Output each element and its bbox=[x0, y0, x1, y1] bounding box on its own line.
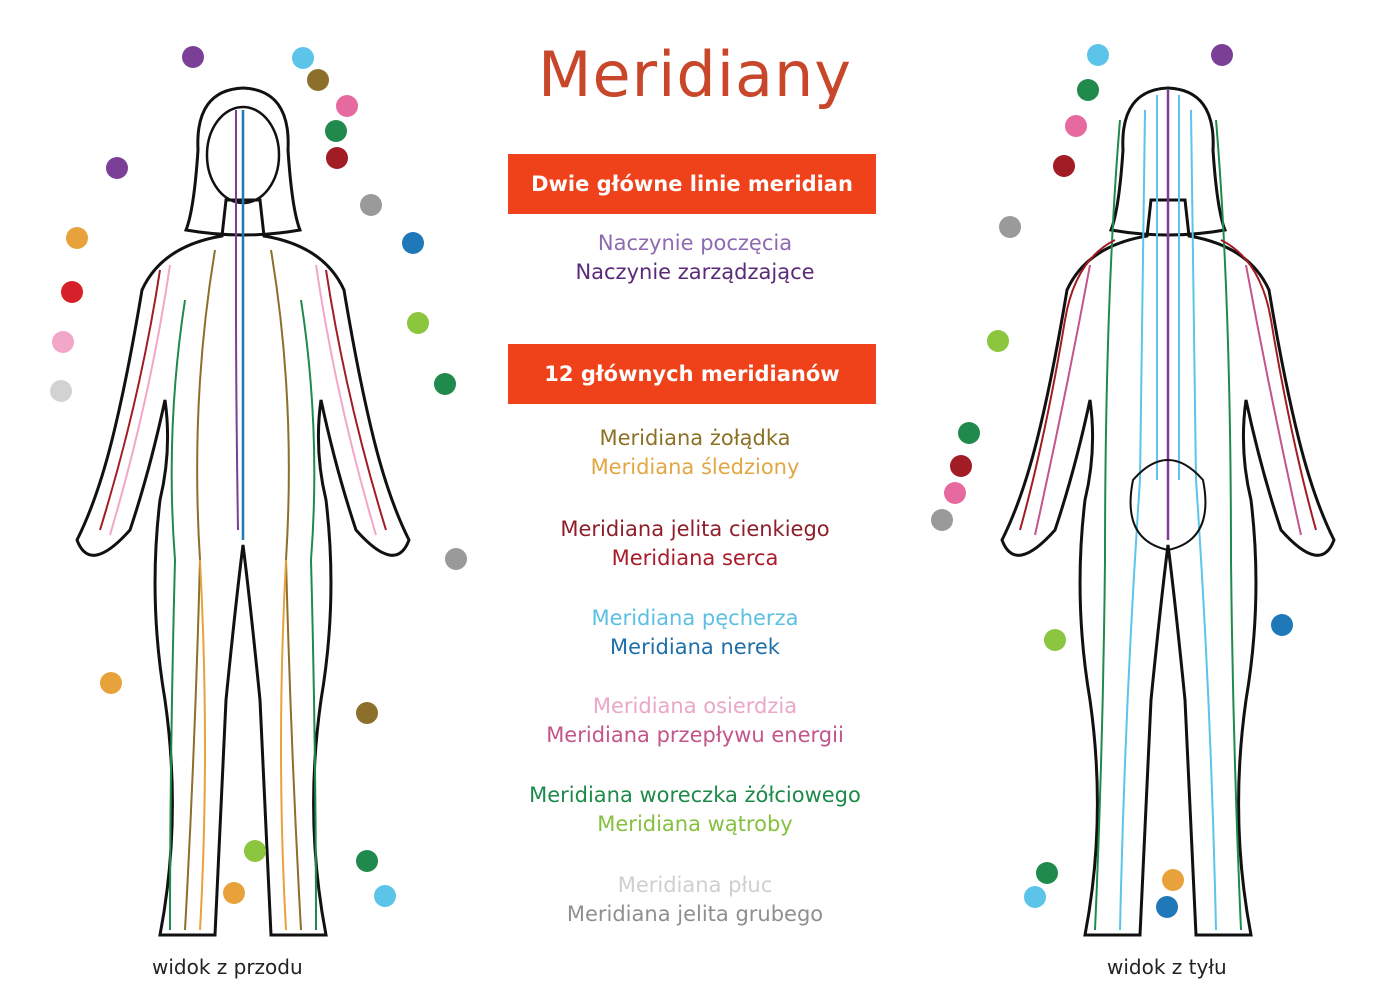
legend-item: Meridiana woreczka żółciowego bbox=[529, 783, 861, 807]
front-dot-gray bbox=[360, 194, 382, 216]
back-dot-darkred bbox=[1053, 155, 1075, 177]
legend-item: Naczynie poczęcia bbox=[597, 231, 793, 255]
front-dot-blue bbox=[402, 232, 424, 254]
legend-item: Meridiana osierdzia bbox=[592, 694, 798, 718]
front-dot-lightpink bbox=[52, 331, 74, 353]
back-dot-gray bbox=[999, 216, 1021, 238]
legend-item: Meridiana przepływu energii bbox=[546, 723, 844, 747]
front-dot-orange bbox=[223, 882, 245, 904]
front-dot-lightgreen bbox=[244, 840, 266, 862]
front-dot-pink bbox=[336, 95, 358, 117]
front-dot-green bbox=[325, 120, 347, 142]
back-dot-blue bbox=[1271, 614, 1293, 636]
front-dot-lightblue bbox=[292, 47, 314, 69]
front-dot-green bbox=[434, 373, 456, 395]
front-dot-red bbox=[61, 281, 83, 303]
front-dot-purple bbox=[182, 46, 204, 68]
back-dot-lightgreen bbox=[987, 330, 1009, 352]
back-dot-lightgreen bbox=[1044, 629, 1066, 651]
front-figure bbox=[75, 86, 411, 937]
back-dot-pink bbox=[1065, 115, 1087, 137]
back-dot-lightblue bbox=[1024, 886, 1046, 908]
legend-item: Meridiana wątroby bbox=[597, 812, 793, 836]
section-heading-main-lines: Dwie główne linie meridian bbox=[508, 154, 876, 214]
front-dot-orange bbox=[100, 672, 122, 694]
legend-item: Meridiana żołądka bbox=[599, 426, 791, 450]
legend-item: Meridiana śledziony bbox=[590, 455, 800, 479]
section-heading-meridians: 12 głównych meridianów bbox=[508, 344, 876, 404]
front-dot-lightblue bbox=[374, 885, 396, 907]
legend-item: Meridiana pęcherza bbox=[591, 606, 799, 630]
back-dot-pink bbox=[944, 482, 966, 504]
back-dot-green bbox=[1077, 79, 1099, 101]
back-dot-gray bbox=[931, 509, 953, 531]
back-dot-darkred bbox=[950, 455, 972, 477]
page-title: Meridiany bbox=[538, 38, 852, 111]
front-dot-lightgray bbox=[50, 380, 72, 402]
front-dot-olive bbox=[307, 69, 329, 91]
legend-item: Meridiana jelita cienkiego bbox=[560, 517, 830, 541]
caption-back: widok z tyłu bbox=[1107, 955, 1227, 979]
front-dot-lightgreen bbox=[407, 312, 429, 334]
front-dot-green bbox=[356, 850, 378, 872]
front-dot-darkred bbox=[326, 147, 348, 169]
legend-item: Naczynie zarządzające bbox=[575, 260, 815, 284]
legend-item: Meridiana nerek bbox=[610, 635, 780, 659]
front-dot-gray bbox=[445, 548, 467, 570]
back-figure bbox=[1000, 86, 1336, 937]
back-dot-purple bbox=[1211, 44, 1233, 66]
legend-item: Meridiana jelita grubego bbox=[566, 902, 824, 926]
front-dot-olive bbox=[356, 702, 378, 724]
caption-front: widok z przodu bbox=[152, 955, 303, 979]
legend-item: Meridiana płuc bbox=[617, 873, 773, 897]
back-dot-blue bbox=[1156, 896, 1178, 918]
front-dot-purple bbox=[106, 157, 128, 179]
legend-item: Meridiana serca bbox=[611, 546, 779, 570]
back-dot-lightblue bbox=[1087, 44, 1109, 66]
front-dot-orange bbox=[66, 227, 88, 249]
back-dot-green bbox=[958, 422, 980, 444]
back-dot-green bbox=[1036, 862, 1058, 884]
back-dot-orange bbox=[1162, 869, 1184, 891]
